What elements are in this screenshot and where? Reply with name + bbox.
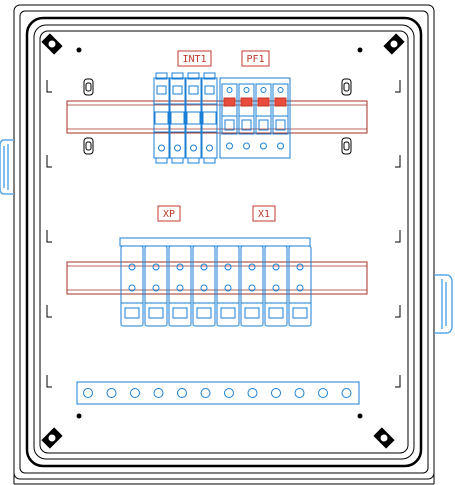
- busbar-hole: [177, 388, 187, 398]
- terminal-block: [216, 245, 240, 327]
- label-xp-text: XP: [163, 209, 175, 220]
- terminal-block: [168, 245, 192, 327]
- corner-screws: [41, 33, 405, 449]
- earth-busbar: [76, 381, 360, 405]
- terminal-block: [192, 245, 216, 327]
- side-tabs: [46, 80, 401, 388]
- rail-slot: [85, 82, 92, 92]
- mount-hole-top-left: [76, 47, 82, 53]
- terminal-block-row: [119, 237, 312, 327]
- breaker-pole: [185, 72, 202, 164]
- corner-screw-top-right: [383, 33, 405, 55]
- terminal-block: [288, 245, 312, 327]
- label-x1-text: X1: [258, 209, 270, 220]
- mount-hole-bottom-right: [357, 413, 363, 419]
- cable-gland-right: [434, 274, 453, 334]
- surge-module: [221, 83, 238, 150]
- busbar-hole: [200, 388, 211, 398]
- rail-slot: [341, 137, 352, 155]
- breaker-pole: [153, 72, 170, 164]
- busbar-hole: [341, 388, 352, 398]
- surge-module: [238, 83, 255, 150]
- label-xp: XP: [157, 205, 181, 222]
- label-pf1: PF1: [241, 50, 270, 67]
- corner-screw-top-left: [41, 33, 63, 55]
- rail-slot: [343, 141, 350, 151]
- busbar-hole: [106, 388, 117, 398]
- busbar-hole: [294, 388, 305, 398]
- surge-protector-pf1: [219, 77, 291, 159]
- label-int1: INT1: [177, 50, 212, 67]
- rail-slot: [83, 137, 94, 155]
- terminal-block: [264, 245, 288, 327]
- busbar-hole: [318, 388, 328, 398]
- surge-module: [272, 83, 289, 150]
- rail-slot: [83, 78, 94, 96]
- label-x1: X1: [252, 205, 276, 222]
- cable-gland-left: [0, 139, 14, 195]
- label-int1-text: INT1: [182, 54, 206, 65]
- corner-screw-bottom-left: [41, 427, 63, 449]
- breaker-pole: [169, 72, 186, 164]
- busbar-hole: [224, 388, 234, 398]
- busbar-hole: [247, 388, 258, 398]
- terminal-block: [240, 245, 264, 327]
- terminal-block: [144, 245, 168, 327]
- mount-hole-top-right: [357, 47, 363, 53]
- rail-slot: [85, 141, 92, 151]
- busbar-hole: [83, 388, 93, 398]
- mount-hole-bottom-left: [76, 413, 82, 419]
- surge-base: [219, 77, 291, 159]
- terminal-block: [120, 245, 144, 327]
- rail-slot: [343, 82, 350, 92]
- label-pf1-text: PF1: [246, 54, 264, 65]
- busbar-bar: [76, 381, 360, 405]
- enclosure-body: [13, 4, 435, 485]
- busbar-hole: [271, 388, 281, 398]
- breaker-int1: [153, 72, 218, 164]
- terminal-end-stop: [119, 237, 311, 247]
- rail-slot: [341, 78, 352, 96]
- corner-screw-bottom-right: [373, 427, 395, 449]
- breaker-pole: [201, 72, 218, 164]
- surge-module: [255, 83, 272, 150]
- busbar-hole: [153, 388, 164, 398]
- busbar-hole: [130, 388, 140, 398]
